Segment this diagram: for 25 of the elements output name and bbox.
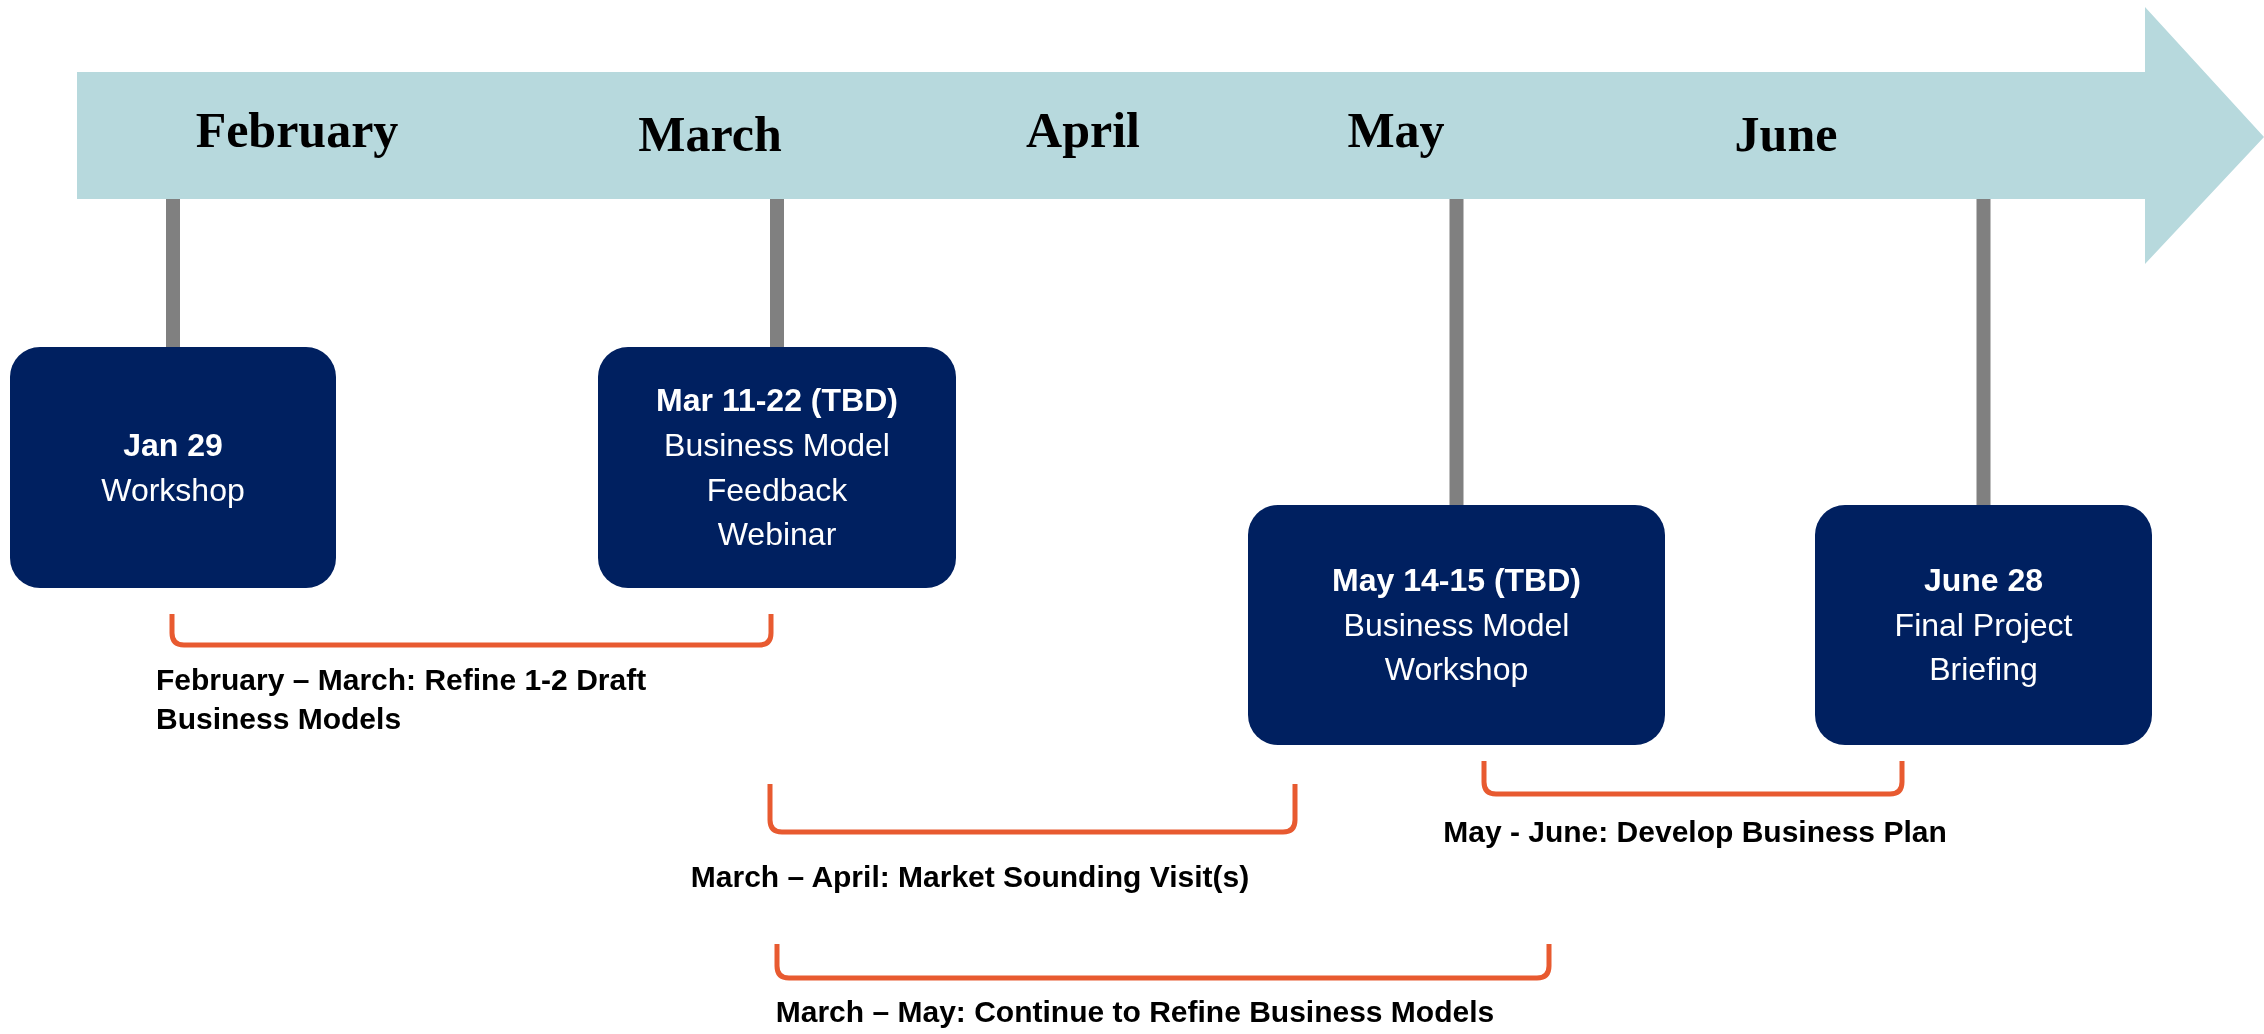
month-label: February [195, 101, 399, 159]
phase-label: March – April: Market Sounding Visit(s) [689, 859, 1251, 895]
month-label: June [1734, 105, 1838, 163]
event-date: June 28 [1923, 560, 2044, 600]
event-date: May 14-15 (TBD) [1332, 560, 1581, 600]
event-title: Final Project Briefing [1893, 605, 2074, 690]
month-label: May [1347, 101, 1445, 159]
connector-line [1976, 199, 1991, 505]
connector-line [1449, 199, 1464, 505]
month-label: March [638, 105, 782, 163]
event-date: Jan 29 [123, 425, 223, 465]
event-box [10, 347, 336, 588]
event-box [598, 347, 956, 588]
event-box [1815, 505, 2152, 745]
month-label: April [1026, 101, 1140, 159]
connector-line [770, 199, 784, 347]
phase-label: February – March: Refine 1-2 Draft Business Models [156, 662, 648, 737]
phase-label: May - June: Develop Business Plan [1442, 814, 1948, 850]
event-box [1248, 505, 1665, 745]
phase-label: March – May: Continue to Refine Business Models [774, 994, 1496, 1030]
event-date: Mar 11-22 (TBD) [656, 380, 898, 420]
connector-line [166, 199, 180, 347]
event-title: Business Model Feedback Webinar [663, 425, 891, 555]
event-title: Workshop [101, 470, 245, 510]
event-title: Business Model Workshop [1342, 605, 1571, 690]
